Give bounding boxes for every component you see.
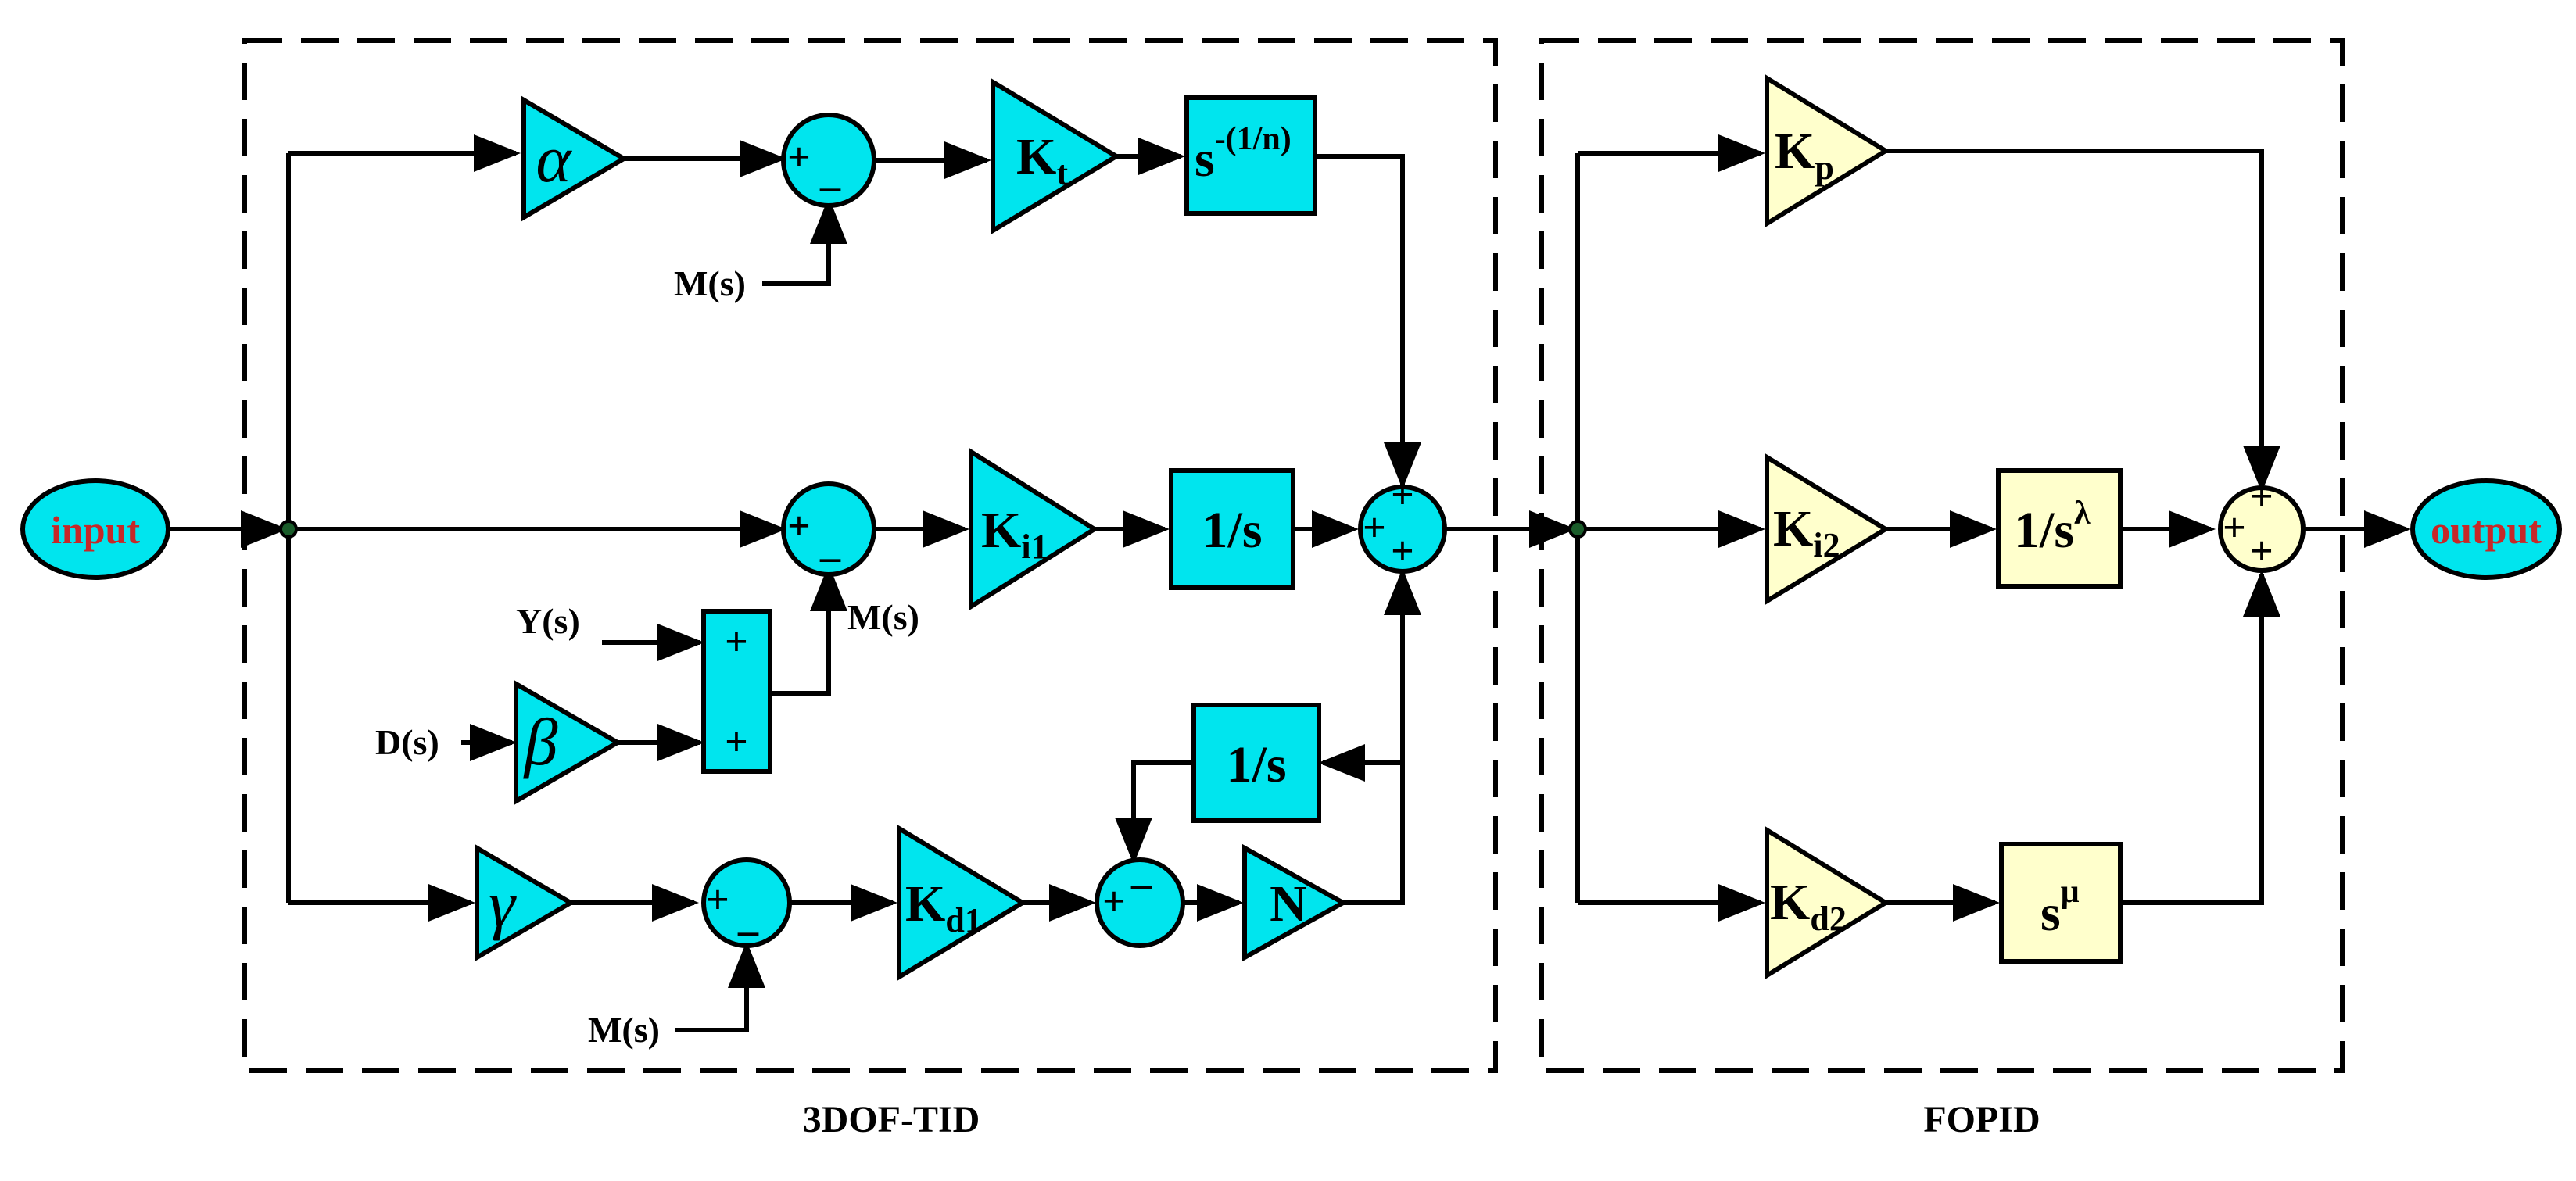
m-signal-middle-label: M(s)	[847, 597, 919, 637]
filter-integrator-block[interactable]: 1/s	[1191, 703, 1321, 823]
output-label: output	[2431, 508, 2542, 552]
beta-symbol: β	[523, 704, 558, 779]
d-signal-label: D(s)	[375, 722, 439, 762]
y-signal-label: Y(s)	[516, 601, 580, 641]
integrator-label: 1/s	[1202, 502, 1262, 559]
kp-gain[interactable]: Kp	[1765, 73, 1890, 228]
middle-sum-minus: _	[819, 521, 841, 566]
alpha-symbol: α	[536, 121, 572, 196]
ki2-gain[interactable]: Ki2	[1765, 453, 1890, 606]
kp-label: Kp	[1775, 123, 1834, 187]
wires	[170, 134, 2411, 1032]
filter-sum-plus: +	[1102, 879, 1126, 924]
top-sum-minus: _	[819, 151, 841, 195]
top-sum-plus: +	[787, 135, 811, 180]
kt-gain[interactable]: Kt	[991, 77, 1121, 235]
gamma-symbol: γ	[489, 866, 517, 941]
m-signal-bottom-label: M(s)	[588, 1010, 660, 1050]
tid-caption: 3DOF-TID	[803, 1099, 980, 1140]
fractional-integrator-block[interactable]: 1/sλ	[1996, 468, 2123, 589]
main-sum-plus-left: +	[1363, 506, 1386, 550]
main-sum-plus-bottom: +	[1391, 529, 1414, 574]
fractional-derivative-label: sμ	[2040, 874, 2080, 942]
beta-gain[interactable]: β	[514, 679, 623, 806]
disturbance-summer-plus-top: +	[725, 620, 748, 664]
input-branch-point	[279, 520, 298, 539]
input-label: input	[51, 508, 140, 552]
output-sum-plus-left: +	[2223, 506, 2246, 550]
gamma-gain[interactable]: γ	[475, 843, 575, 962]
disturbance-summer[interactable]: + +	[701, 609, 772, 774]
output-sum-plus-top: +	[2250, 474, 2273, 519]
kd2-label: Kd2	[1770, 874, 1847, 938]
filter-sum-minus: _	[1130, 848, 1152, 893]
tid-frame	[242, 38, 1498, 1073]
output-summing-junction[interactable]: + + +	[2218, 474, 2306, 574]
fractional-derivative-block[interactable]: sμ	[1999, 842, 2123, 964]
output-terminal[interactable]: output	[2410, 478, 2562, 580]
fopid-caption: FOPID	[1923, 1099, 2040, 1140]
fopid-branch-point	[1568, 520, 1587, 539]
bottom-sum-minus: _	[737, 895, 759, 939]
alpha-gain[interactable]: α	[521, 95, 629, 222]
fopid-frame	[1539, 38, 2345, 1073]
fractional-integrator-label: 1/sλ	[2014, 496, 2091, 559]
integrator-block[interactable]: 1/s	[1169, 468, 1295, 590]
ki1-gain[interactable]: Ki1	[969, 447, 1099, 611]
kt-label: Kt	[1016, 128, 1068, 192]
ki2-label: Ki2	[1773, 500, 1840, 564]
main-sum-plus-top: +	[1391, 473, 1414, 517]
n-filter-gain[interactable]: N	[1242, 843, 1349, 962]
ki1-label: Ki1	[981, 502, 1048, 566]
tilt-operator-block[interactable]: s-(1/n)	[1184, 95, 1317, 216]
top-summing-junction[interactable]: + _	[781, 113, 876, 208]
middle-sum-plus: +	[787, 504, 811, 549]
filter-summing-junction[interactable]: + _	[1095, 848, 1185, 948]
disturbance-summer-plus-bottom: +	[725, 720, 748, 764]
kd1-gain[interactable]: Kd1	[897, 824, 1027, 982]
filter-integrator-label: 1/s	[1226, 736, 1286, 793]
kd1-label: Kd1	[905, 875, 982, 939]
output-sum-plus-bottom: +	[2250, 529, 2273, 574]
m-signal-top-label: M(s)	[674, 263, 746, 303]
middle-summing-junction[interactable]: + _	[781, 481, 876, 577]
bottom-sum-plus: +	[706, 878, 729, 922]
main-summing-junction[interactable]: + + +	[1358, 473, 1447, 574]
kd2-gain[interactable]: Kd2	[1765, 825, 1890, 980]
n-label: N	[1270, 875, 1307, 932]
input-terminal[interactable]: input	[20, 478, 170, 580]
tilt-label: s-(1/n)	[1195, 121, 1292, 188]
bottom-summing-junction[interactable]: + _	[701, 857, 792, 948]
